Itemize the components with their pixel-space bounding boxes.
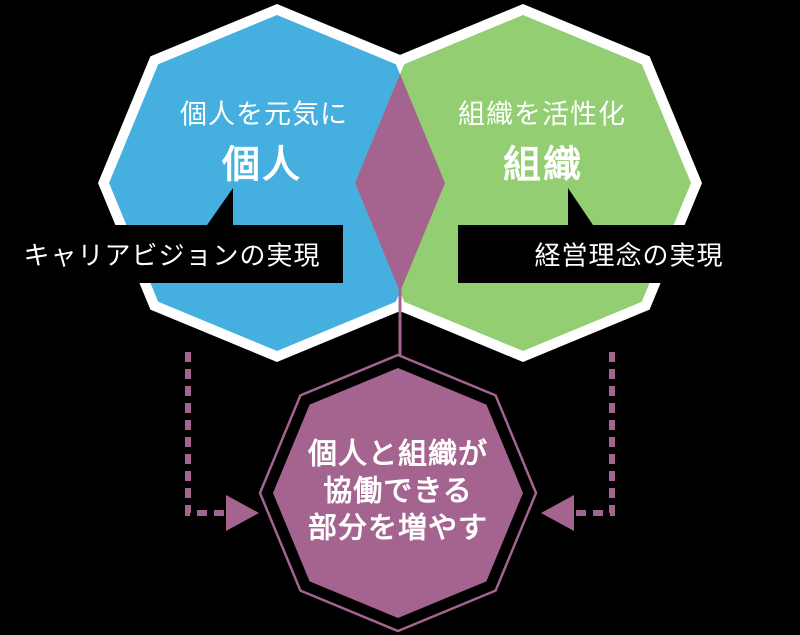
synergy-text: 個人と組織が 協働できる 部分を増やす bbox=[308, 437, 488, 548]
organization-callout-bar bbox=[458, 225, 800, 283]
left-arrowhead-icon bbox=[226, 495, 259, 531]
individual-callout-text: キャリアビジョンの実現 bbox=[23, 240, 321, 271]
individual-tagline: 個人を元気に bbox=[180, 99, 348, 130]
organization-tagline: 組織を活性化 bbox=[458, 99, 626, 130]
individual-label: 個人 bbox=[221, 144, 303, 187]
right-arrowhead-icon bbox=[541, 495, 574, 531]
right-dashed-arrow bbox=[574, 352, 615, 516]
synergy-text-line2: 協働できる bbox=[323, 475, 473, 508]
synergy-octagon bbox=[273, 368, 523, 618]
organization-callout-text: 経営理念の実現 bbox=[534, 240, 724, 271]
overlap-diamond bbox=[355, 74, 445, 292]
organization-callout-tail bbox=[568, 188, 595, 228]
organization-label: 組織 bbox=[502, 144, 584, 187]
synergy-text-line1: 個人と組織が bbox=[307, 438, 489, 471]
left-dashed-arrow bbox=[185, 352, 226, 516]
synergy-text-line3: 部分を増やす bbox=[307, 512, 489, 545]
synergy-octagon-outline bbox=[258, 353, 538, 633]
individual-callout-tail bbox=[205, 188, 233, 228]
individual-callout-bar bbox=[0, 225, 343, 283]
